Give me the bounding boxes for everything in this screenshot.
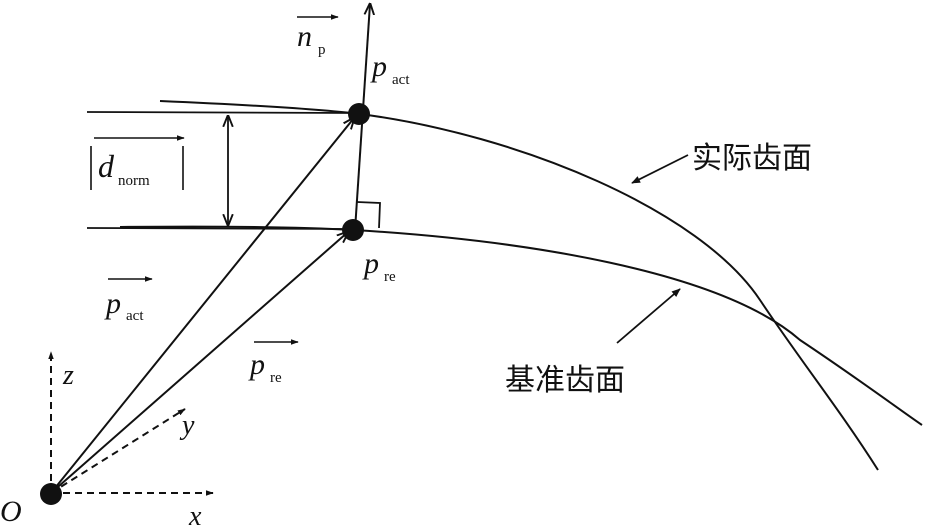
actual-point-sub: act [392,72,410,88]
reference-surface-leader-arrow [616,288,681,344]
origin-label: O [0,495,22,526]
normal-vector-sub: p [318,42,326,58]
actual-level-line [86,111,359,114]
axis-x-label: x [188,501,202,526]
reference-point-main: p [362,247,379,280]
reference-vector-label: p re [248,339,299,386]
actual-point-dot [348,103,370,125]
actual-point-label: p act [370,50,410,88]
normal-vector-main: n [297,20,312,53]
reference-point-sub: re [384,269,396,285]
reference-vector-main: p [248,348,265,381]
reference-tooth-surface-curve [119,225,923,426]
reference-surface-label: 基准齿面 [505,363,625,398]
reference-level-line [86,227,355,230]
reference-position-vector [50,232,348,494]
reference-point-dot [342,219,364,241]
actual-position-vector [50,118,354,494]
deviation-label: d norm [90,135,185,190]
actual-surface-label: 实际齿面 [692,141,812,176]
actual-vector-label: p act [104,276,153,324]
actual-vector-main: p [104,287,121,320]
deviation-main: d [98,148,115,184]
axis-y [50,408,186,494]
actual-surface-leader-arrow [631,154,689,184]
actual-vector-sub: act [126,308,144,324]
origin-dot [40,483,62,505]
axis-z-label: z [62,360,74,391]
deviation-sub: norm [118,173,150,189]
right-angle-mark [356,201,381,229]
axis-y-label: y [179,410,195,441]
reference-point-label: p re [362,247,396,285]
reference-vector-sub: re [270,370,282,386]
actual-tooth-surface-curve [159,100,879,471]
normal-vector-label: n p [297,14,339,58]
actual-point-main: p [370,50,387,83]
